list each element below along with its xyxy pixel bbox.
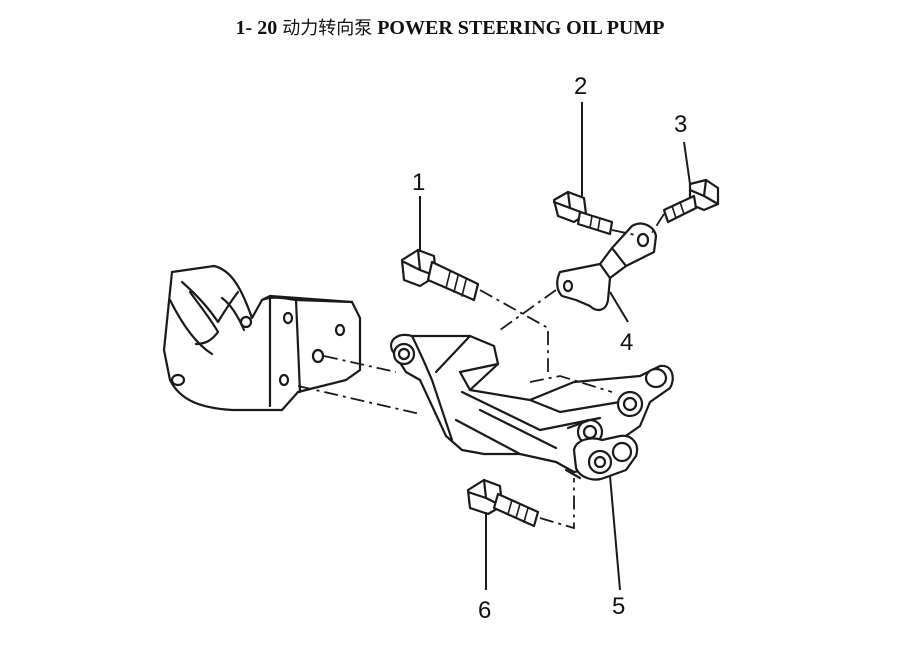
part-6-bolt [466,478,540,528]
alignment-lines [297,213,665,530]
callout-4: 4 [620,329,633,356]
leader-lines [419,102,691,591]
part-1-bolt [400,248,480,302]
part-3-bolt [662,178,720,224]
part-5-plate [564,434,639,481]
callout-2: 2 [574,73,587,100]
title-prefix: 1- 20 [235,17,283,39]
callout-6: 6 [478,597,491,624]
page-title: 1- 20 动力转向泵 POWER STEERING OIL PUMP [0,14,900,40]
engine-mount-bracket [162,264,362,412]
callout-1: 1 [412,169,425,196]
part-2-bolt [552,190,614,236]
title-english: POWER STEERING OIL PUMP [372,17,665,39]
title-chinese: 动力转向泵 [282,18,373,39]
callout-3: 3 [674,111,687,138]
part-4-angle-bracket [556,222,658,312]
callout-5: 5 [612,593,625,620]
pump-bracket [390,333,674,474]
